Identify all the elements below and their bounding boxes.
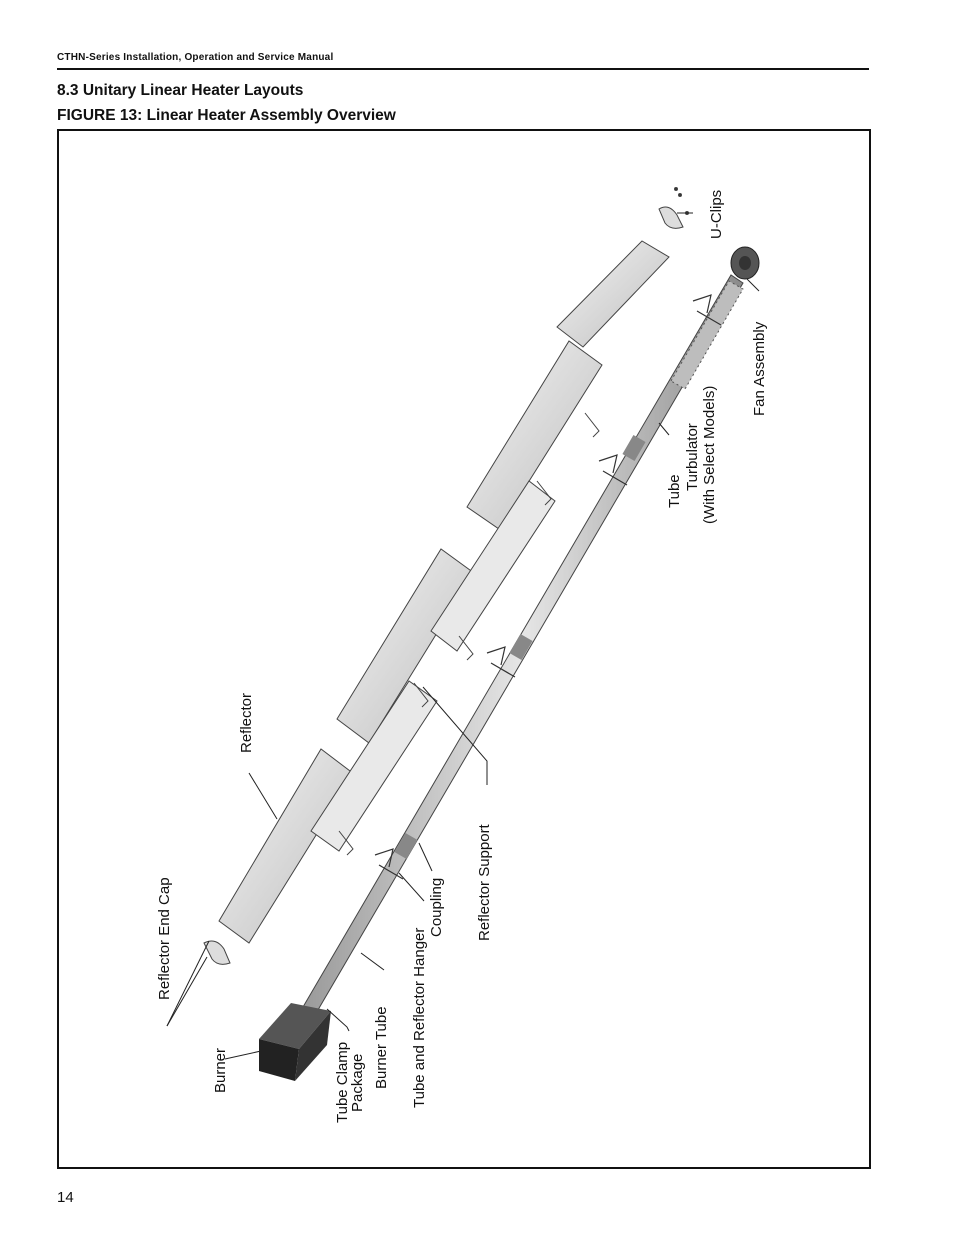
page-number: 14 bbox=[57, 1189, 74, 1206]
reflector-end-caps bbox=[203, 187, 689, 965]
turbulator bbox=[670, 280, 744, 390]
burner bbox=[259, 1003, 331, 1081]
reflector-section bbox=[466, 340, 603, 530]
figure-labels: Reflector End Cap Reflector Burner Tube … bbox=[156, 190, 768, 1123]
header-rule bbox=[57, 68, 869, 70]
label-u-clips: U-Clips bbox=[708, 190, 725, 239]
label-coupling: Coupling bbox=[428, 878, 445, 937]
section-title: 8.3 Unitary Linear Heater Layouts bbox=[57, 82, 304, 99]
tube-hanger bbox=[374, 848, 404, 880]
coupling bbox=[622, 434, 646, 462]
figure-title: FIGURE 13: Linear Heater Assembly Overvi… bbox=[57, 107, 396, 124]
running-header: CTHN-Series Installation, Operation and … bbox=[57, 52, 334, 63]
label-reflector-end-cap: Reflector End Cap bbox=[156, 877, 173, 1000]
fan-assembly bbox=[730, 246, 760, 280]
reflector-section bbox=[310, 680, 438, 852]
label-tube-reflector-hanger: Tube and Reflector Hanger bbox=[411, 928, 428, 1108]
reflector-end-cap bbox=[658, 206, 684, 229]
coupling bbox=[394, 832, 418, 860]
reflector-sections bbox=[218, 240, 670, 944]
tube-hanger bbox=[486, 646, 516, 678]
label-fan-assembly: Fan Assembly bbox=[751, 321, 768, 416]
label-burner-tube: Burner Tube bbox=[373, 1006, 390, 1089]
label-tube: Tube bbox=[666, 474, 683, 508]
heater-assembly-drawing: Reflector End Cap Reflector Burner Tube … bbox=[156, 187, 768, 1123]
label-turbulator-line1: Turbulator bbox=[684, 423, 701, 491]
reflector-end-cap bbox=[203, 940, 231, 965]
leader-lines bbox=[166, 212, 760, 1060]
tube-hanger bbox=[692, 294, 722, 326]
coupling bbox=[509, 633, 533, 661]
label-tube-clamp-line1: Tube Clamp bbox=[334, 1042, 351, 1123]
label-reflector-support: Reflector Support bbox=[476, 823, 493, 941]
tube-assembly bbox=[302, 274, 744, 1016]
label-reflector: Reflector bbox=[238, 693, 255, 753]
label-tube-clamp-line2: Package bbox=[349, 1054, 366, 1112]
figure-frame: Reflector End Cap Reflector Burner Tube … bbox=[57, 129, 871, 1169]
tube-hanger bbox=[598, 454, 628, 486]
label-turbulator-line2: (With Select Models) bbox=[701, 386, 718, 524]
label-burner: Burner bbox=[212, 1048, 229, 1093]
reflector-section bbox=[556, 240, 670, 348]
reflector-section bbox=[430, 480, 556, 652]
